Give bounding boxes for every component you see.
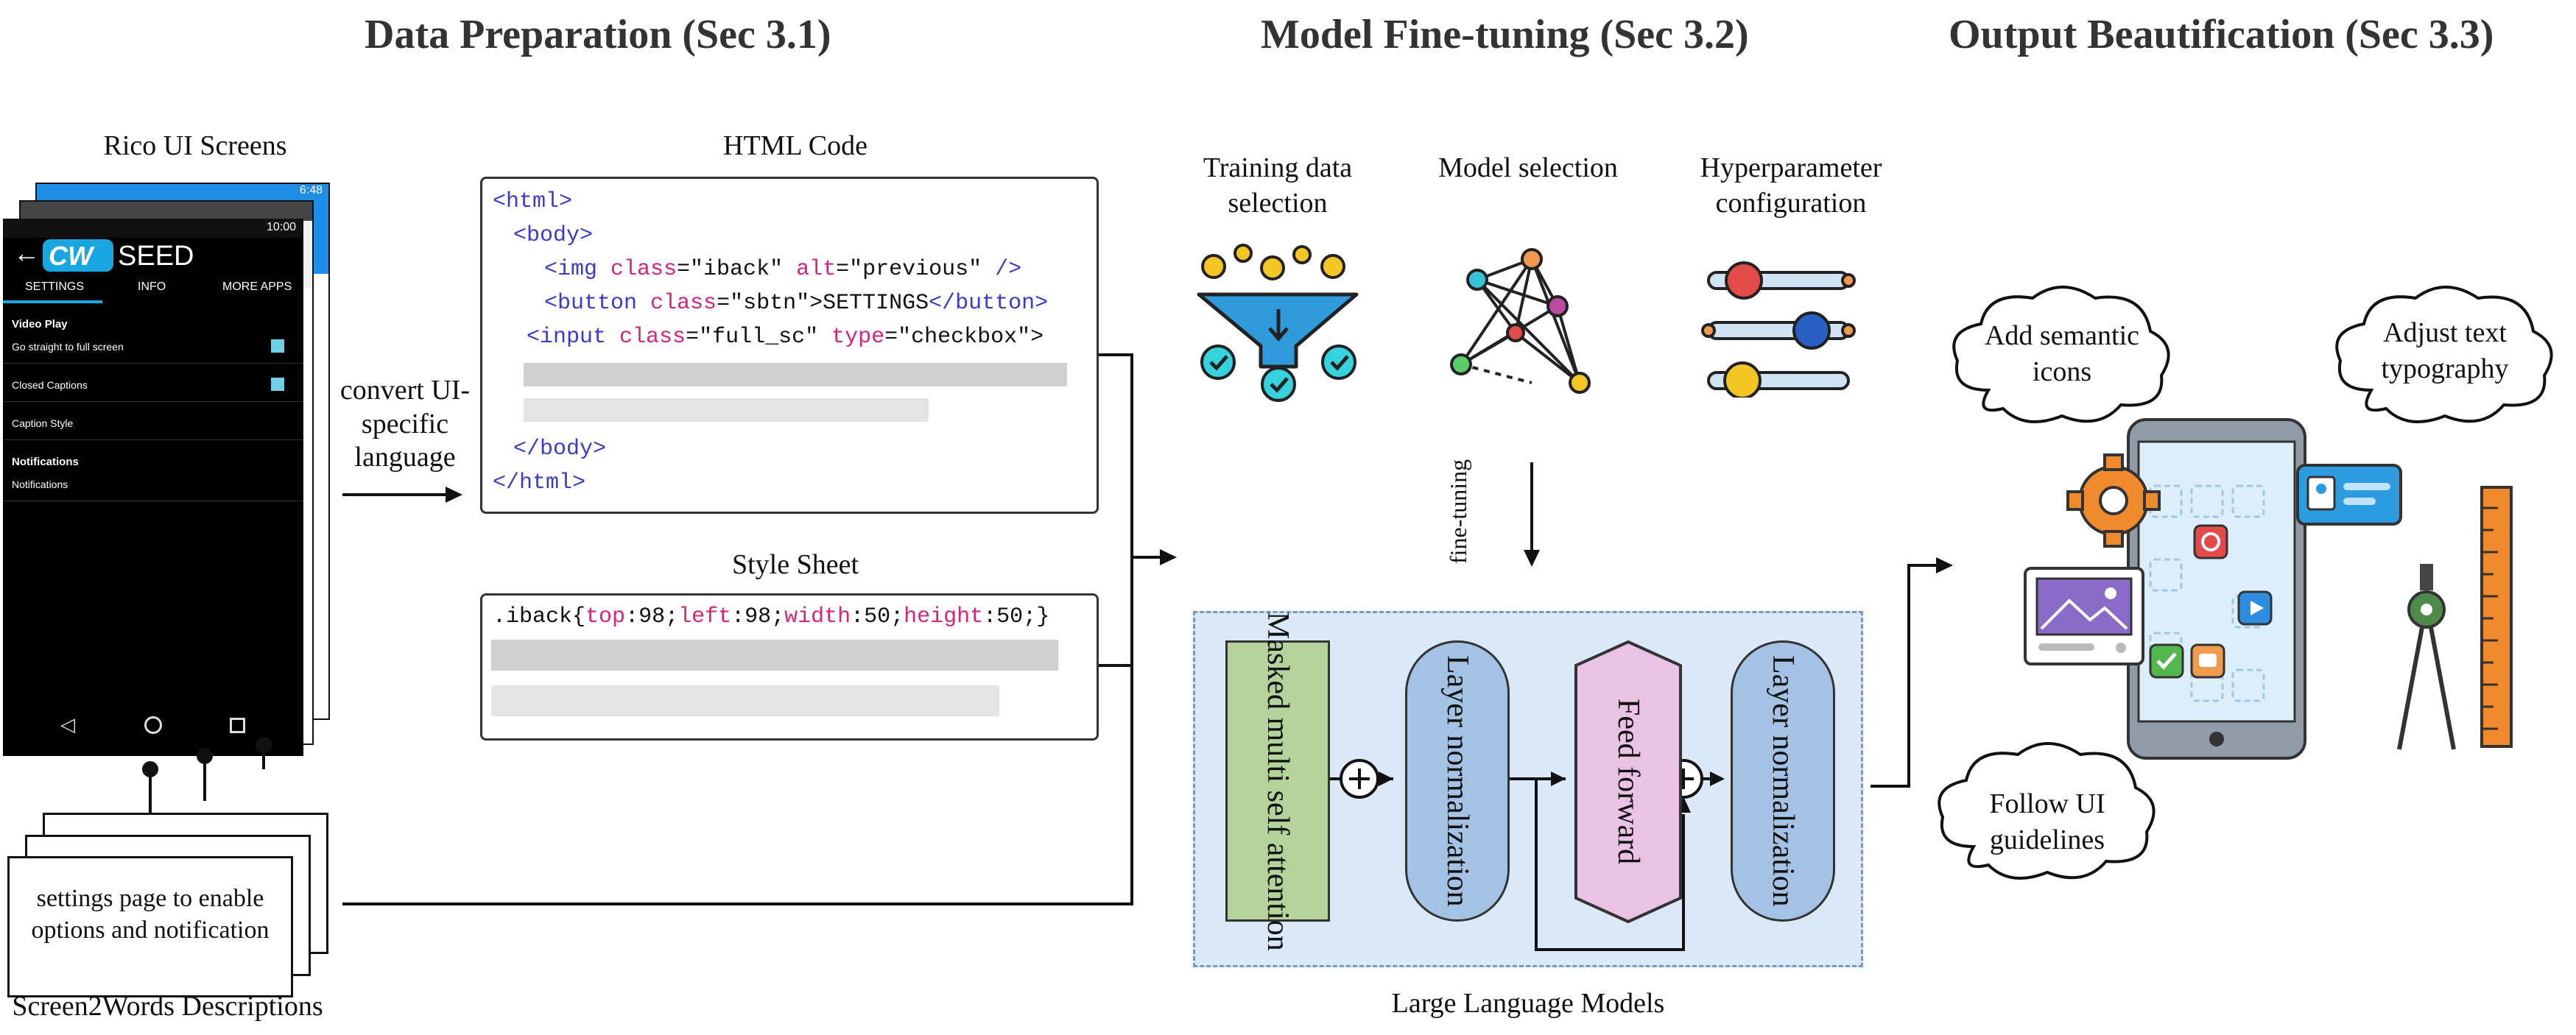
code-line-9: </html> — [493, 470, 586, 495]
chat-app-icon — [2190, 643, 2225, 679]
style-rule: .iback{top:98;left:98;width:50;height:50… — [493, 604, 1050, 629]
code-line-3: <img class="iback" alt="previous" /> — [544, 257, 1022, 282]
llm-label: Large Language Models — [1391, 988, 1665, 1019]
layer-norm-block-1: Layer normalization — [1405, 640, 1510, 922]
code-line-4: <button class="sbtn">SETTINGS</button> — [544, 291, 1049, 316]
screen2words-label: Screen2Words Descriptions — [12, 991, 323, 1022]
play-app-icon — [2237, 590, 2273, 626]
layer-norm-label-1: Layer normalization — [1440, 655, 1475, 907]
cloud-follow-guidelines — [1938, 742, 2156, 880]
layer-norm-label-2: Layer normalization — [1766, 655, 1801, 907]
nav-home-icon[interactable] — [144, 716, 162, 734]
checkbox-closed-captions[interactable] — [271, 378, 284, 391]
tab-settings-indicator — [3, 300, 102, 303]
tab-settings[interactable]: SETTINGS — [25, 280, 85, 293]
code-line-5: <input class="full_sc" type="checkbox"> — [527, 325, 1044, 350]
status-bar — [3, 219, 303, 238]
section-title-model-finetuning: Model Fine-tuning (Sec 3.2) — [1261, 12, 1749, 57]
app-logo-cw: CW — [49, 241, 93, 271]
cloud-add-icons-text: Add semantic icons — [1984, 320, 2139, 388]
app-logo-seed: SEED — [118, 241, 194, 272]
html-code-label: HTML Code — [723, 130, 868, 161]
setting-caption-style[interactable]: Caption Style — [12, 417, 74, 429]
rico-ui-screens-label: Rico UI Screens — [103, 130, 287, 161]
model-selection-label: Model selection — [1438, 152, 1618, 183]
description-card-front: settings page to enable options and noti… — [7, 856, 293, 997]
status-bar — [37, 184, 328, 200]
tab-more-apps[interactable]: MORE APPS — [222, 280, 292, 293]
cloud-add-icons — [1952, 286, 2170, 423]
masked-attention-label: Masked multi self attention — [1261, 611, 1295, 951]
tab-info[interactable]: INFO — [138, 280, 166, 293]
compass-icon — [2397, 564, 2456, 750]
masked-attention-block: Masked multi self attention — [1225, 611, 1330, 951]
convert-label: convert UI-specific language — [339, 375, 471, 473]
rico-screen-front: 10:00 ← CW SEED SETTINGS INFO MORE APPS … — [3, 219, 303, 756]
style-placeholder-bar — [491, 685, 999, 716]
app-logo-badge — [43, 239, 113, 272]
back-arrow-icon[interactable]: ← — [13, 238, 40, 268]
divider — [3, 439, 303, 440]
phone-body-icon — [2127, 418, 2306, 760]
status-time-back: 6:48 — [299, 184, 323, 197]
feed-forward-label: Feed forward — [1611, 699, 1646, 865]
cloud-follow-guidelines-text: Follow UI guidelines — [1989, 788, 2105, 856]
section-title-data-preparation: Data Preparation (Sec 3.1) — [365, 12, 831, 57]
code-line-1: <html> — [493, 189, 573, 214]
checkbox-full-screen[interactable] — [271, 339, 284, 353]
setting-full-screen[interactable]: Go straight to full screen — [12, 341, 124, 353]
section-title-output-beautification: Output Beautification (Sec 3.3) — [1949, 12, 2494, 57]
data-funnel-icon — [1197, 244, 1359, 402]
check-app-icon — [2149, 643, 2184, 679]
style-placeholder-bar — [491, 640, 1058, 671]
nav-recents-icon[interactable] — [230, 718, 245, 733]
section-video-play: Video Play — [12, 318, 68, 331]
gear-icon — [2066, 453, 2161, 548]
divider — [3, 363, 303, 364]
style-sheet-box: .iback{top:98;left:98;width:50;height:50… — [480, 593, 1099, 741]
profile-card-icon — [2296, 464, 2402, 526]
style-sheet-label: Style Sheet — [731, 549, 859, 580]
hyperparameter-label: Hyperparameter configuration — [1700, 152, 1882, 219]
training-data-label: Training data selection — [1203, 152, 1353, 219]
status-time: 10:00 — [266, 221, 296, 233]
code-line-8: </body> — [513, 437, 607, 462]
hyperparameter-sliders-icon — [1701, 261, 1856, 398]
feed-forward-shape — [1574, 640, 1682, 924]
section-notifications: Notifications — [12, 456, 79, 468]
divider — [3, 401, 303, 402]
screen-description-text: settings page to enable options and noti… — [31, 885, 270, 944]
ruler-icon — [2480, 486, 2513, 748]
code-line-2: <body> — [513, 223, 594, 248]
record-app-icon — [2193, 524, 2228, 559]
code-placeholder-bar — [524, 363, 1067, 386]
beautified-phone-illustration — [2024, 418, 2513, 760]
image-frame-icon — [2024, 567, 2144, 665]
setting-notifications[interactable]: Notifications — [12, 478, 68, 490]
status-bar — [21, 202, 312, 221]
html-code-box: <html> <body> <img class="iback" alt="pr… — [480, 177, 1099, 514]
layer-norm-block-2: Layer normalization — [1731, 640, 1835, 922]
setting-closed-captions[interactable]: Closed Captions — [12, 379, 88, 391]
cloud-adjust-typography-text: Adjust text typography — [2381, 317, 2509, 385]
code-placeholder-bar — [524, 398, 929, 422]
cloud-adjust-typography — [2335, 286, 2553, 423]
add-operator-icon-1 — [1340, 759, 1379, 799]
nav-back-icon[interactable]: ◁ — [60, 713, 75, 735]
neural-network-icon — [1450, 248, 1591, 394]
